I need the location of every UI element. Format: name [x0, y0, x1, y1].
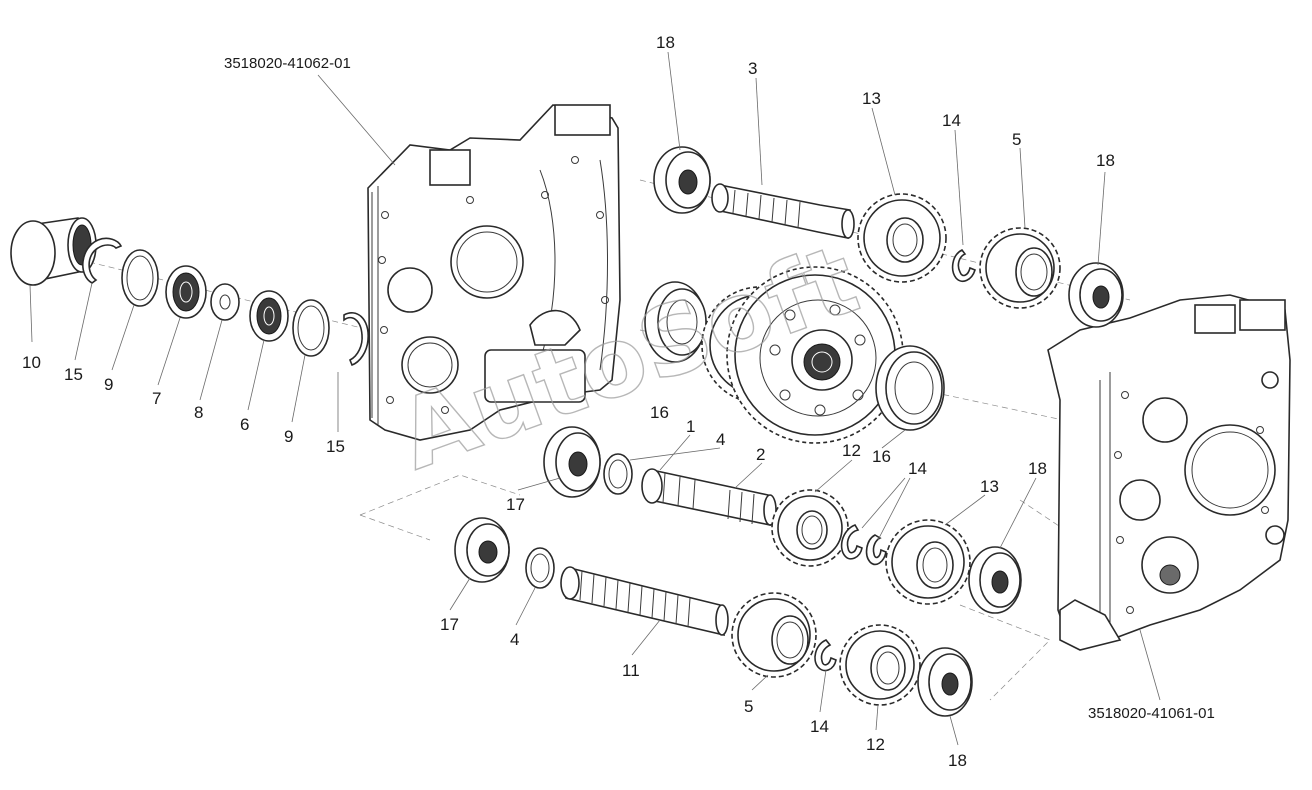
- callout-4-upper: 4: [716, 430, 725, 449]
- needle-bearing-10: [10, 217, 97, 286]
- gear-5-lower: [731, 592, 817, 678]
- bearing-7: [165, 265, 207, 319]
- bearing-18-bottom: [917, 647, 973, 717]
- callout-9-right: 9: [284, 427, 293, 446]
- washer-9a: [121, 249, 159, 307]
- bearing-18-right: [1068, 262, 1124, 328]
- callout-18-top: 18: [656, 33, 675, 52]
- leader-lines: [29, 51, 1161, 746]
- callout-10: 10: [22, 353, 41, 372]
- callout-1: 1: [686, 417, 695, 436]
- bearing-16-right: [875, 345, 945, 431]
- callout-18-bottom: 18: [948, 751, 967, 770]
- callout-14-lower: 14: [810, 717, 829, 736]
- callout-5-lower: 5: [744, 697, 753, 716]
- callout-15-right: 15: [326, 437, 345, 456]
- callout-4-lower: 4: [510, 630, 519, 649]
- snap-ring-14-middle-b: [865, 534, 887, 566]
- callout-13-middle: 13: [980, 477, 999, 496]
- callout-2: 2: [756, 445, 765, 464]
- callout-14-top: 14: [942, 111, 961, 130]
- callout-16-right: 16: [872, 447, 891, 466]
- snap-ring-15b: [343, 312, 369, 367]
- washer-4-upper: [603, 453, 633, 495]
- shaft-11: [560, 566, 729, 637]
- gear-13-middle: [885, 519, 971, 605]
- washer-4-lower: [525, 547, 555, 589]
- callout-5-top: 5: [1012, 130, 1021, 149]
- callout-14-middle: 14: [908, 459, 927, 478]
- callout-labels: 3518020-41062-01 3518020-41061-01 18 3 1…: [22, 33, 1215, 770]
- right-housing: [1047, 294, 1291, 651]
- shaft-2: [641, 468, 777, 526]
- gear-13-top: [857, 193, 947, 283]
- callout-3: 3: [748, 59, 757, 78]
- bearing-17-lower: [454, 517, 510, 583]
- bearing-17-middle: [543, 426, 601, 498]
- callout-17-lower: 17: [440, 615, 459, 634]
- callout-6: 6: [240, 415, 249, 434]
- bearing-18-middle: [968, 546, 1022, 614]
- spacer-8: [210, 283, 240, 321]
- code-left-housing: 3518020-41062-01: [224, 55, 351, 72]
- callout-16-left: 16: [650, 403, 669, 422]
- callout-7: 7: [152, 389, 161, 408]
- gear-12-middle: [771, 489, 849, 567]
- gear-5-top: [979, 227, 1061, 309]
- callout-13-top: 13: [862, 89, 881, 108]
- callout-18-right: 18: [1096, 151, 1115, 170]
- gear-12-lower: [839, 624, 921, 706]
- callout-8: 8: [194, 403, 203, 422]
- callout-9-left: 9: [104, 375, 113, 394]
- callout-17-upper: 17: [506, 495, 525, 514]
- callout-12-lower: 12: [866, 735, 885, 754]
- snap-ring-14-lower: [814, 639, 837, 672]
- callout-15-left: 15: [64, 365, 83, 384]
- callout-18-middle: 18: [1028, 459, 1047, 478]
- bearing-18-top: [653, 146, 711, 214]
- callout-11: 11: [622, 661, 640, 680]
- code-right-housing: 3518020-41061-01: [1088, 705, 1215, 722]
- bearing-17-upper: [644, 281, 707, 363]
- housing-bolt-holes: [378, 156, 609, 414]
- shaft-3: [711, 183, 855, 239]
- gear-1-cluster: [701, 266, 904, 444]
- washer-9b: [292, 299, 330, 357]
- snap-ring-14-top: [951, 248, 976, 282]
- snap-ring-15a: [82, 237, 123, 284]
- bearing-6: [249, 290, 289, 342]
- callout-12-middle: 12: [842, 441, 861, 460]
- snap-ring-14-middle-a: [840, 524, 863, 560]
- left-housing: [367, 104, 621, 441]
